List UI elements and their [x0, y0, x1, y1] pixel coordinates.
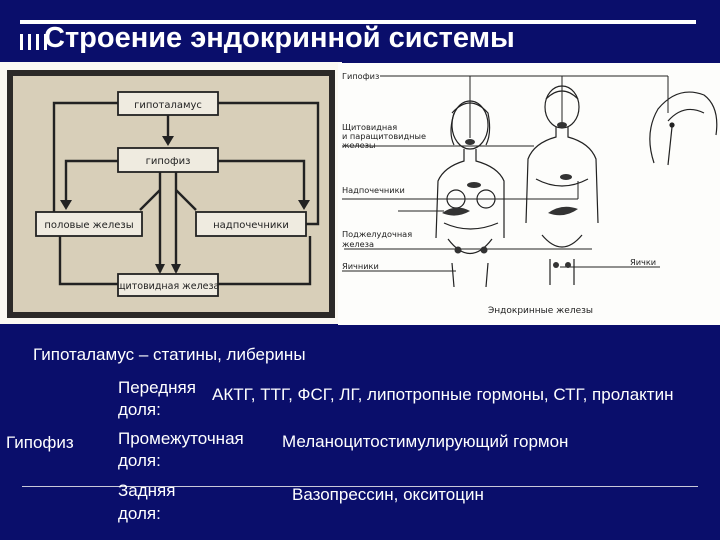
- title-decoration: [20, 34, 60, 52]
- label-thyroid: щитовидная железа: [117, 281, 220, 292]
- box-pituitary: [117, 147, 219, 173]
- label-thyroid-line3: железы: [342, 140, 376, 150]
- head-profile: [649, 91, 718, 166]
- anterior-lobe-line2: доля:: [118, 400, 161, 419]
- hypothalamus-note: Гипоталамус – статины, либерины: [33, 345, 306, 364]
- intermediate-lobe-hormones: Меланоцитостимулирующий гормон: [282, 432, 569, 451]
- table-divider: [22, 486, 698, 487]
- anterior-lobe-line1: Передняя: [118, 378, 196, 397]
- posterior-lobe-line1: Задняя: [118, 481, 176, 500]
- page-title: Строение эндокринной системы: [44, 22, 515, 54]
- box-hypothalamus: [117, 91, 219, 116]
- regulation-flowchart-image: гипоталамус гипофиз половые железы надпо…: [0, 62, 342, 324]
- box-thyroid: [117, 273, 219, 297]
- intermediate-lobe-line1: Промежуточная: [118, 429, 244, 448]
- endocrine-glands-illustration: Гипофиз Щитовидная и паращитовидные желе…: [338, 63, 720, 325]
- male-figure: [525, 85, 599, 285]
- box-gonads: [35, 211, 143, 237]
- label-hypothalamus: гипоталамус: [134, 100, 202, 111]
- label-thyroid-line2: и паращитовидные: [342, 131, 426, 141]
- label-adrenals: надпочечники: [213, 220, 289, 231]
- box-adrenals: [195, 211, 307, 237]
- pituitary-label: Гипофиз: [6, 433, 74, 452]
- label-thyroid-line1: Щитовидная: [342, 122, 397, 132]
- anterior-lobe-hormones: АКТГ, ТТГ, ФСГ, ЛГ, липотропные гормоны,…: [212, 385, 674, 404]
- illustration-caption: Эндокринные железы: [488, 306, 593, 316]
- label-pituitary: гипофиз: [146, 156, 191, 167]
- female-figure: [435, 100, 505, 288]
- intermediate-lobe-line2: доля:: [118, 451, 161, 470]
- label-testes: Яички: [630, 257, 656, 267]
- label-pancreas-line1: Поджелудочная: [342, 229, 412, 239]
- posterior-lobe-line2: доля:: [118, 504, 161, 523]
- posterior-lobe-hormones: Вазопрессин, окситоцин: [292, 485, 484, 504]
- title-top-rule: [20, 20, 696, 24]
- label-gonads: половые железы: [44, 220, 133, 231]
- label-pancreas-line2: железа: [342, 239, 374, 249]
- label-ovaries: Яичники: [342, 261, 379, 271]
- label-adrenals-anatomy: Надпочечники: [342, 185, 405, 195]
- label-pituitary-anatomy: Гипофиз: [342, 71, 379, 81]
